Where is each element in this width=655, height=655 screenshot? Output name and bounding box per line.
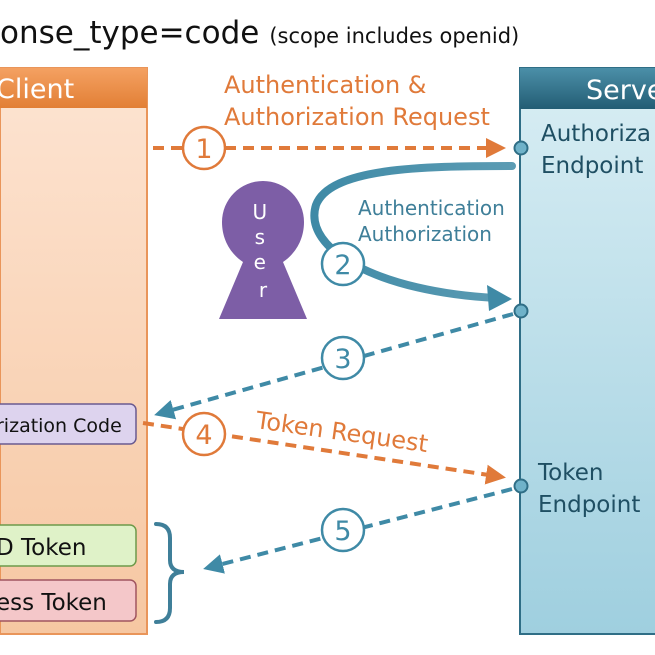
step-4-label: Token Request — [253, 406, 430, 458]
token-group-brace — [154, 522, 185, 624]
endpoint-dot-authorization — [513, 140, 529, 156]
token-endpoint-label: Token Endpoint — [537, 460, 640, 518]
authorization-code-label: rization Code — [0, 415, 122, 437]
id-token-box: D Token — [0, 524, 137, 567]
client-label: Client — [0, 74, 74, 105]
id-token-label: D Token — [0, 535, 86, 561]
endpoint-dot-token — [513, 478, 529, 494]
step-2-curve — [310, 162, 516, 302]
user-figure: U s e r — [219, 181, 307, 319]
step-5-number: 5 — [334, 516, 351, 547]
authorization-code-box: rization Code — [0, 403, 137, 445]
diagram-title: onse_type=code(scope includes openid) — [0, 15, 519, 51]
step-2-arrowhead — [487, 285, 512, 311]
step-5-arrow — [203, 487, 513, 574]
step-2-number: 2 — [334, 250, 351, 281]
user-silhouette — [219, 181, 307, 319]
access-token-box: ess Token — [0, 579, 137, 622]
step-3-number: 3 — [334, 344, 351, 375]
user-label: U s e r — [253, 200, 274, 302]
authorization-endpoint-label: Authoriza Endpoint — [541, 121, 655, 179]
step-2-badge — [320, 241, 366, 287]
endpoint-dot-redirect — [513, 303, 529, 319]
access-token-label: ess Token — [0, 590, 107, 616]
server-label: Serve — [586, 75, 655, 106]
step-1-label: Authentication & Authorization Request — [224, 71, 490, 131]
step-1-badge — [181, 125, 227, 171]
step-3-badge — [320, 335, 366, 381]
step-4-number: 4 — [195, 420, 212, 451]
server-column: Serve Authoriza Endpoint Token Endpoint — [519, 67, 655, 635]
step-1-number: 1 — [195, 134, 212, 165]
step-2-label: Authentication Authorization — [358, 196, 511, 246]
step-4-badge — [181, 411, 227, 457]
step-5-badge — [320, 507, 366, 553]
